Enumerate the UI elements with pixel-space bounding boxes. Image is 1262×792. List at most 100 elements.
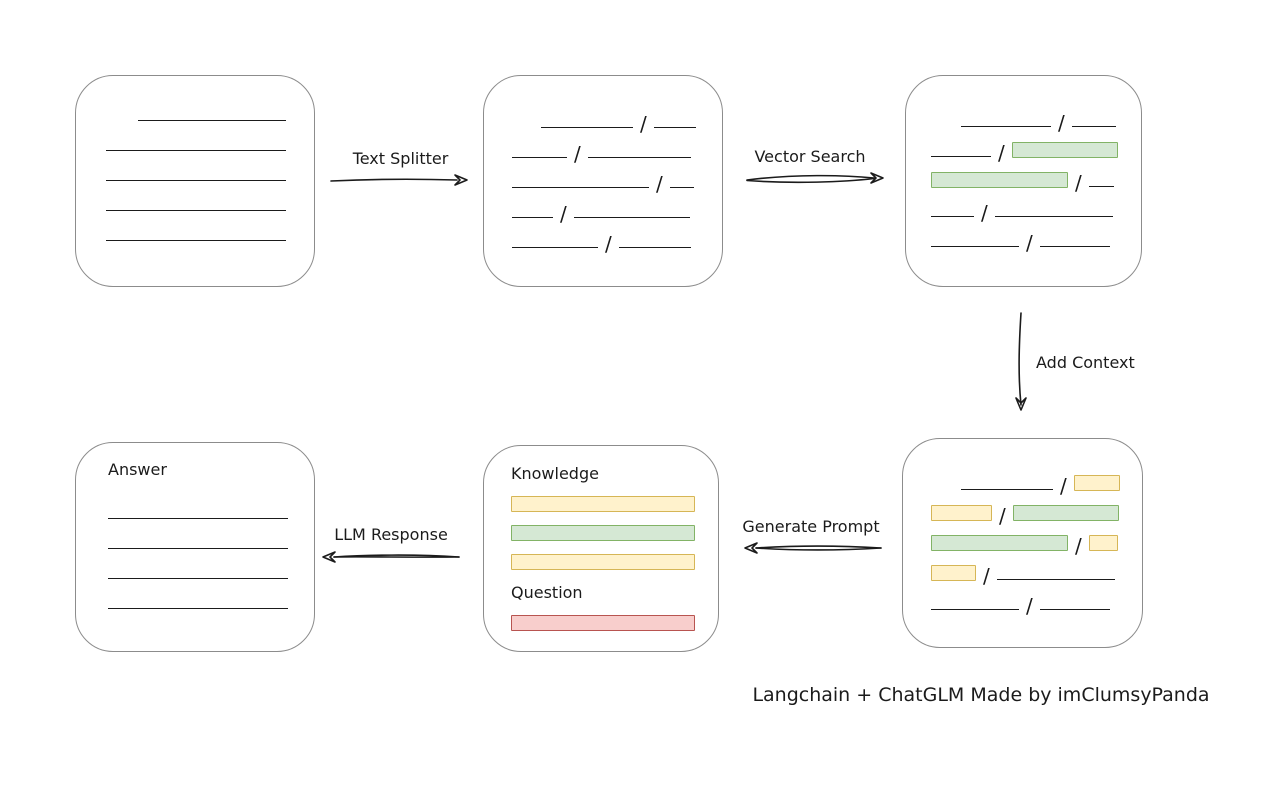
text-line — [512, 217, 553, 218]
text-line — [1088, 186, 1114, 187]
yellow-highlight-bar — [931, 505, 992, 521]
text-line — [994, 216, 1113, 217]
document-lines — [106, 91, 314, 241]
arrow-down-icon — [1015, 312, 1027, 411]
chunk-row: / — [512, 172, 722, 196]
answer-lines — [108, 489, 314, 609]
split-chunks-box: / / / / / — [483, 75, 723, 287]
text-line — [931, 216, 974, 217]
slash-separator: / — [1075, 534, 1082, 558]
chunk-row: / — [931, 231, 1141, 255]
slash-separator: / — [981, 201, 988, 225]
text-line — [108, 519, 314, 549]
slash-separator: / — [656, 172, 663, 196]
text-line — [587, 157, 691, 158]
slash-separator: / — [560, 202, 567, 226]
chunk-row: / — [512, 232, 722, 256]
text-line — [996, 579, 1115, 580]
slash-separator: / — [1075, 171, 1082, 195]
arrow-left-icon — [322, 551, 460, 563]
chunk-row: / — [931, 171, 1141, 195]
question-bars — [511, 615, 718, 631]
slash-separator: / — [998, 141, 1005, 165]
arrow-left-icon — [744, 542, 882, 554]
chunk-row: / — [931, 141, 1141, 165]
yellow-bar — [511, 554, 695, 570]
text-line — [106, 181, 314, 211]
arrow-right-icon — [746, 172, 884, 184]
caption: Langchain + ChatGLM Made by imClumsyPand… — [752, 684, 1210, 706]
text-line — [931, 156, 991, 157]
chunk-row: / — [961, 474, 1142, 498]
llm-response-label: LLM Response — [334, 525, 448, 544]
retrieved-chunk-rows: / / / / / — [931, 111, 1141, 255]
chunk-row: / — [931, 594, 1142, 618]
text-line — [1039, 246, 1110, 247]
text-line — [512, 157, 567, 158]
slash-separator: / — [605, 232, 612, 256]
question-label: Question — [511, 583, 583, 602]
green-highlight-bar — [931, 172, 1068, 188]
chunk-row: / — [931, 564, 1142, 588]
yellow-highlight-bar — [931, 565, 976, 581]
text-line — [669, 187, 694, 188]
green-bar — [511, 525, 695, 541]
slash-separator: / — [1026, 231, 1033, 255]
text-line — [106, 211, 314, 241]
text-line — [961, 126, 1051, 127]
chunk-row: / — [931, 504, 1142, 528]
chunk-row: / — [541, 112, 722, 136]
green-highlight-bar — [1012, 505, 1119, 521]
text-splitter-label: Text Splitter — [352, 149, 449, 168]
chunk-row: / — [931, 201, 1141, 225]
arrow-right-icon — [330, 174, 468, 186]
knowledge-label: Knowledge — [511, 464, 599, 483]
slash-separator: / — [999, 504, 1006, 528]
vector-search-label: Vector Search — [754, 147, 866, 166]
text-line — [541, 127, 633, 128]
text-line — [653, 127, 696, 128]
green-highlight-bar — [931, 535, 1068, 551]
chunk-row: / — [512, 202, 722, 226]
retrieved-chunks-box: / / / / / — [905, 75, 1142, 287]
yellow-highlight-bar — [1088, 535, 1118, 551]
text-line — [106, 121, 314, 151]
text-line — [1039, 609, 1110, 610]
chunk-row: / — [512, 142, 722, 166]
add-context-label: Add Context — [1036, 353, 1135, 372]
yellow-highlight-bar — [1073, 475, 1120, 491]
text-line — [512, 187, 649, 188]
slash-separator: / — [1026, 594, 1033, 618]
split-chunk-rows: / / / / / — [512, 112, 722, 256]
slash-separator: / — [1060, 474, 1067, 498]
green-highlight-bar — [1011, 142, 1118, 158]
document-box — [75, 75, 315, 287]
text-line — [512, 247, 598, 248]
text-line — [108, 489, 314, 519]
slash-separator: / — [1058, 111, 1065, 135]
text-line — [108, 579, 314, 609]
answer-label: Answer — [108, 460, 167, 479]
text-line — [106, 91, 314, 121]
answer-box: Answer — [75, 442, 315, 652]
text-line — [931, 609, 1019, 610]
text-line — [1071, 126, 1116, 127]
text-line — [108, 549, 314, 579]
yellow-bar — [511, 496, 695, 512]
prompt-box: Knowledge Question — [483, 445, 719, 652]
chunk-row: / — [931, 534, 1142, 558]
text-line — [618, 247, 691, 248]
context-chunk-rows: / / / / / — [931, 474, 1142, 618]
generate-prompt-label: Generate Prompt — [742, 517, 880, 536]
slash-separator: / — [574, 142, 581, 166]
slash-separator: / — [640, 112, 647, 136]
text-line — [961, 489, 1053, 490]
slash-separator: / — [983, 564, 990, 588]
text-line — [106, 151, 314, 181]
red-bar — [511, 615, 695, 631]
chunk-row: / — [961, 111, 1141, 135]
text-line — [573, 217, 690, 218]
context-chunks-box: / / / / / — [902, 438, 1143, 648]
text-line — [931, 246, 1019, 247]
